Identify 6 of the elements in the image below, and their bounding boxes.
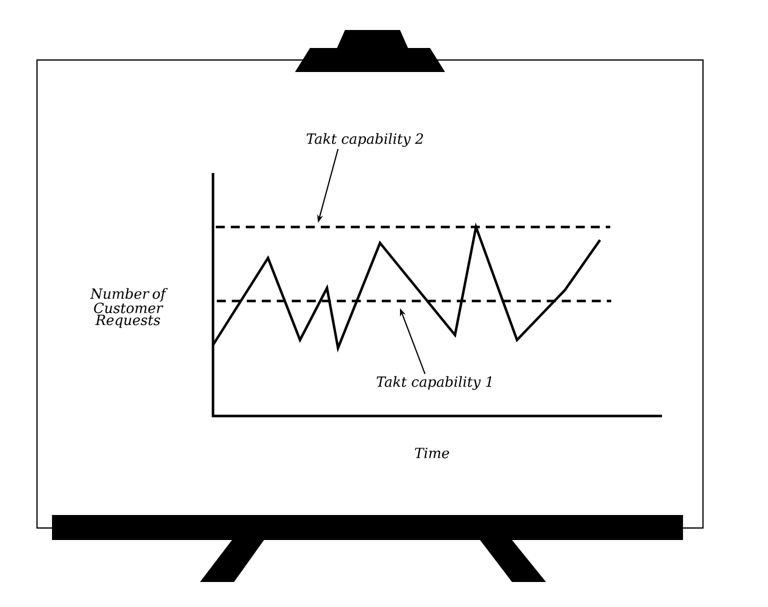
dashed-line — [216, 300, 612, 302]
dashed-line — [216, 226, 610, 228]
axis-label: Number of Customer Requests — [90, 288, 168, 328]
axis-label: Time — [414, 448, 450, 458]
callout-text: Takt capability 1 — [376, 376, 492, 390]
callout-text: Takt capability 2 — [306, 133, 423, 147]
